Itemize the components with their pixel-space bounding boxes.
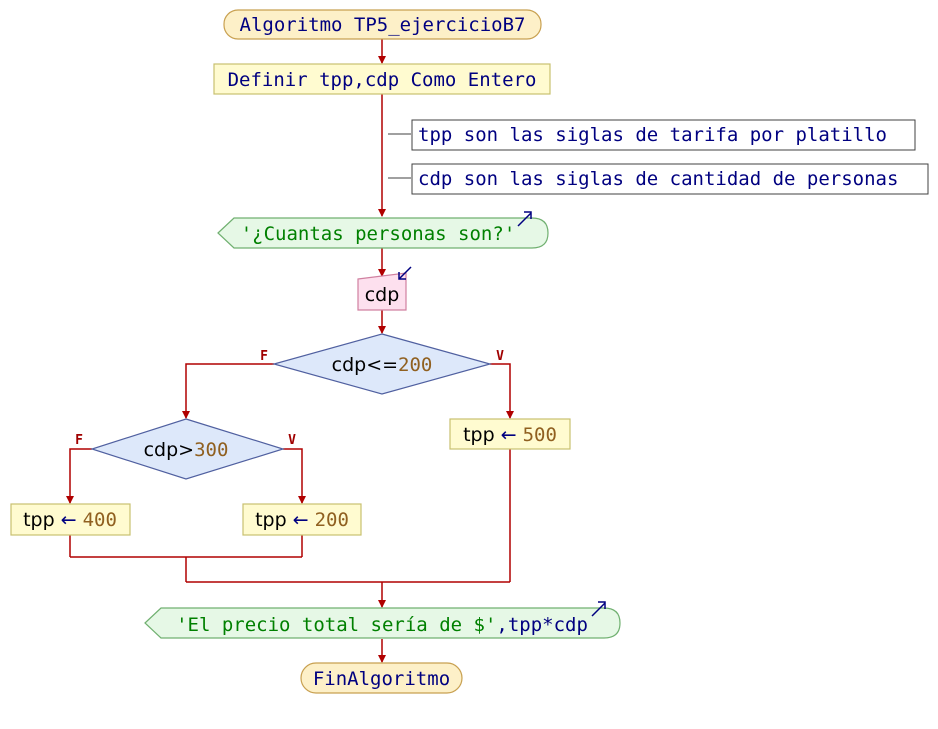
total-output: 'El precio total sería de $',tpp*cdp xyxy=(144,601,621,639)
comment-tarifa-text: tpp son las siglas de tarifa por platill… xyxy=(418,124,887,146)
decision2-false-label: F xyxy=(75,433,83,448)
define-label: Definir tpp,cdp Como Entero xyxy=(228,69,537,91)
decision-cdp-gt-300: cdp>300 xyxy=(90,418,286,480)
decision-cdp-le-200: cdp<=200 xyxy=(271,333,493,395)
svg-text:tpp←400: tpp ← 400 xyxy=(23,509,117,531)
assign500-var: tpp xyxy=(463,424,495,446)
decision2-true-label: V xyxy=(288,433,296,448)
read-var-text: cdp xyxy=(365,284,400,306)
decision1-false-label: F xyxy=(260,349,268,364)
svg-text:cdp<=200: cdp<=200 xyxy=(332,354,433,376)
output-arrow-icon xyxy=(517,211,532,227)
assign200-num: 200 xyxy=(315,509,349,531)
comment-cantidad-text: cdp son las siglas de cantidad de person… xyxy=(418,168,898,190)
read-input: cdp xyxy=(357,266,412,311)
prompt-output: '¿Cuantas personas son?' xyxy=(217,211,549,249)
assign400-var: tpp xyxy=(23,509,55,531)
output-string: 'El precio total sería de $' xyxy=(176,614,496,636)
comment-cantidad: cdp son las siglas de cantidad de person… xyxy=(411,163,929,195)
decision2-num: 300 xyxy=(194,439,228,461)
prompt-text: '¿Cuantas personas son?' xyxy=(241,223,516,245)
define-process: Definir tpp,cdp Como Entero xyxy=(213,63,551,95)
assign400-num: 400 xyxy=(83,509,117,531)
edge-decision2-false xyxy=(66,448,92,504)
start-terminal: Algoritmo TP5_ejercicioB7 xyxy=(223,9,542,40)
edge-decision2-true xyxy=(283,448,306,504)
assign200-arrow: ← xyxy=(293,509,309,531)
decision1-true-label: V xyxy=(496,349,504,364)
input-arrow-icon xyxy=(398,266,412,280)
assign-tpp-400: tpp ← 400 xyxy=(10,503,131,536)
decision1-op: <= xyxy=(366,354,398,376)
assign-tpp-200: tpp ← 200 xyxy=(242,503,362,536)
edge-decision1-false xyxy=(182,363,274,419)
assign500-num: 500 xyxy=(523,424,557,446)
decision1-num: 200 xyxy=(398,354,432,376)
assign-tpp-500: tpp ← 500 xyxy=(449,418,571,450)
edge-decision1-true xyxy=(490,363,514,419)
svg-text:tpp←200: tpp ← 200 xyxy=(255,509,349,531)
comment-connectors xyxy=(388,133,411,179)
end-terminal: FinAlgoritmo xyxy=(300,662,463,694)
assign400-arrow: ← xyxy=(61,509,77,531)
output-arrow-icon xyxy=(591,601,606,617)
decision2-op: > xyxy=(178,439,194,461)
assign200-var: tpp xyxy=(255,509,287,531)
connectors xyxy=(66,39,514,663)
svg-text:'El precio total sería de $',t: 'El precio total sería de $',tpp*cdp xyxy=(176,614,588,636)
output-expression: ,tpp*cdp xyxy=(496,614,588,636)
assign500-arrow: ← xyxy=(501,424,517,446)
comment-tarifa: tpp son las siglas de tarifa por platill… xyxy=(411,119,916,151)
svg-text:tpp←500: tpp ← 500 xyxy=(463,424,557,446)
svg-text:cdp>300: cdp>300 xyxy=(144,439,229,461)
start-label: Algoritmo TP5_ejercicioB7 xyxy=(240,14,526,36)
end-label: FinAlgoritmo xyxy=(313,668,450,690)
decision1-var: cdp xyxy=(332,354,367,376)
decision2-var: cdp xyxy=(144,439,179,461)
